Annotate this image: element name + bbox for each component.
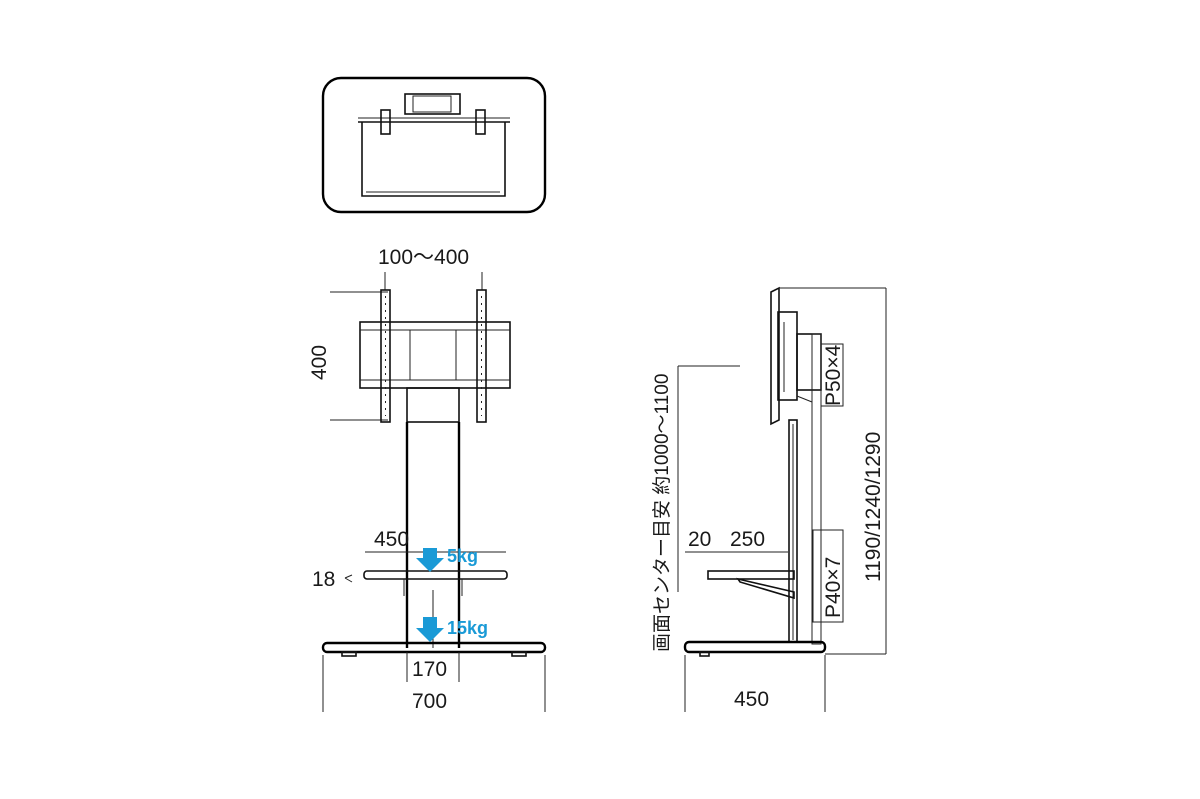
shelf-thickness-label: 18: [312, 568, 335, 591]
top-view: [321, 76, 547, 214]
vesa-width-label: 100～400: [378, 246, 469, 269]
front-view: [321, 272, 547, 712]
shelf-load-label: 5kg: [447, 546, 478, 566]
vesa-height-label: 400: [308, 345, 331, 380]
shelf-pitch-label: P40×7: [822, 557, 845, 618]
shelf-offset-label: 20: [688, 528, 711, 551]
mount-pitch-label: P50×4: [822, 344, 845, 406]
shelf-width-label: 450: [374, 528, 409, 551]
overall-height-label: 1190/1240/1290: [862, 432, 885, 582]
screen-center-label: 画面センター目安 約1000～1100: [651, 374, 673, 652]
side-view: [677, 286, 887, 712]
base-load-label: 15kg: [447, 618, 488, 638]
pillar-width-label: 170: [412, 658, 447, 681]
base-depth-label: 450: [734, 688, 769, 711]
base-width-label: 700: [412, 690, 447, 713]
shelf-depth-label: 250: [730, 528, 765, 551]
